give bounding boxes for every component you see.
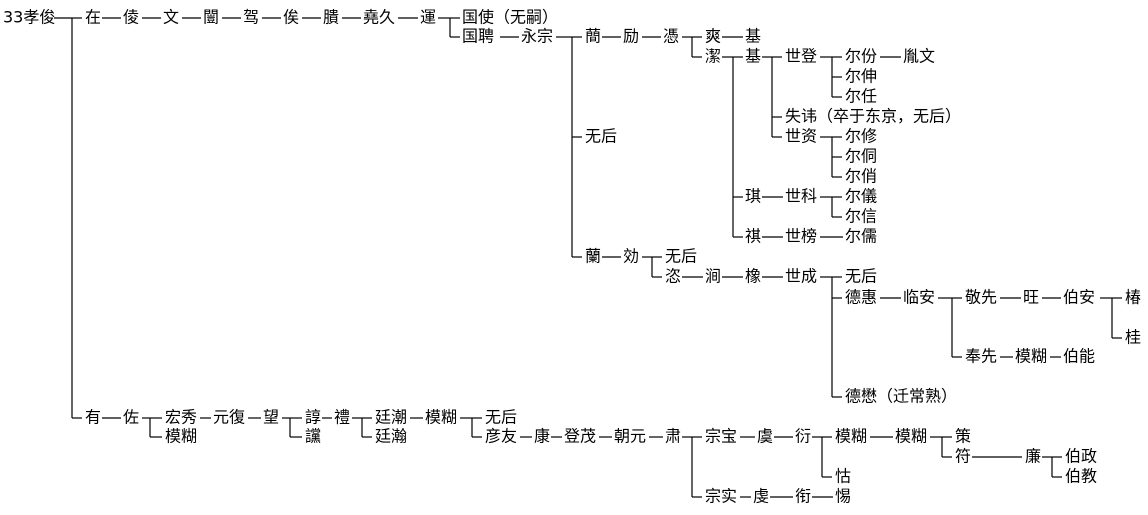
node-label: 伯政	[1065, 447, 1097, 466]
node-label: 運	[420, 8, 436, 27]
node-label: 廷瀚	[375, 427, 407, 446]
node-label: 虞	[757, 427, 773, 446]
node-label: 敬先	[965, 288, 997, 307]
node-label: 无后	[665, 247, 697, 266]
node-label: 怙	[835, 467, 851, 486]
node-label: 临安	[903, 288, 935, 307]
node-label: 尔儒	[845, 227, 877, 246]
node-label: 登茂	[564, 427, 596, 446]
node-label: 効	[623, 247, 639, 266]
node-label: 康	[534, 427, 550, 446]
node-label: 尔份	[845, 47, 877, 66]
node-label: 基	[745, 27, 761, 46]
node-label: 伯教	[1065, 467, 1097, 486]
node-label: 望	[263, 408, 279, 427]
node-label: 策	[955, 427, 971, 446]
node-label: 廷潮	[375, 408, 407, 427]
node-label: 文	[163, 8, 179, 27]
node-label: 諄	[305, 408, 321, 427]
node-label: 驾	[243, 8, 259, 27]
node-label: 励	[623, 27, 639, 46]
node-label: 尔伸	[845, 67, 877, 86]
node-label: 衔	[795, 487, 811, 506]
node-label: 模糊	[1015, 347, 1047, 366]
node-label: 世登	[785, 47, 817, 66]
node-label: 廉	[1025, 447, 1041, 466]
node-label: 椿	[1125, 288, 1141, 307]
node-label: 尔信	[845, 207, 877, 226]
node-label: 有	[85, 408, 101, 427]
node-label: 无后	[485, 408, 517, 427]
node-label: 世榜	[785, 227, 817, 246]
node-label: 憑	[663, 27, 679, 46]
node-label: 佐	[123, 408, 139, 427]
node-label: 旺	[1023, 288, 1039, 307]
node-label: 堯久	[363, 8, 395, 27]
node-label: 蘭	[585, 247, 601, 266]
node-label: 伯能	[1063, 347, 1095, 366]
node-label: 桂	[1125, 328, 1141, 347]
node-label: 无后	[845, 267, 877, 286]
node-label: 失讳（卒于东京，无后）	[785, 107, 961, 126]
node-label: 模糊	[425, 408, 457, 427]
node-label: 讜	[305, 427, 321, 446]
node-label: 琪	[745, 187, 761, 206]
node-label: 在	[85, 8, 101, 27]
node-label: 奉先	[965, 347, 997, 366]
node-label: 朝元	[614, 427, 646, 446]
node-label: 尔任	[845, 87, 877, 106]
node-label: 胤文	[903, 47, 935, 66]
node-label: 世成	[785, 267, 817, 286]
node-label: 伯安	[1063, 288, 1095, 307]
node-label: 惕	[835, 487, 851, 506]
node-label: 宗实	[705, 487, 737, 506]
connector-lines	[54, 17, 1122, 498]
node-label: 俟	[283, 8, 299, 27]
node-label: 永宗	[521, 27, 553, 46]
node-label: 禮	[334, 408, 350, 427]
node-label: 膭	[323, 8, 339, 27]
node-label: 符	[955, 447, 971, 466]
node-label: 国聘	[462, 27, 494, 46]
node-label: 橡	[745, 267, 761, 286]
node-label: 爽	[705, 27, 721, 46]
node-label: 虔	[753, 487, 769, 506]
node-label: 世科	[785, 187, 817, 206]
node-label: 恣	[665, 267, 681, 286]
node-label: 闓	[203, 8, 219, 27]
node-label: 尔侗	[845, 147, 877, 166]
node-label: 元復	[213, 408, 245, 427]
node-label: 宏秀	[165, 408, 197, 427]
node-label: 尔儀	[845, 187, 877, 206]
node-label: 倰	[123, 8, 139, 27]
node-label: 基	[745, 47, 761, 66]
node-label: 涧	[705, 267, 721, 286]
node-label: 模糊	[895, 427, 927, 446]
node-labels: 33孝俊 在 倰 文 闓 驾 俟 膭 堯久 運 国使（无嗣） 国聘 永宗 蕳 励…	[3, 8, 1141, 506]
node-label: 模糊	[165, 427, 197, 446]
node-label: 宗宝	[705, 427, 737, 446]
node-label: 蕳	[585, 27, 601, 46]
node-label: 衍	[795, 427, 811, 446]
node-label: 肃	[665, 427, 681, 446]
node-label: 德懋（迁常熟）	[845, 387, 957, 406]
node-label: 彦友	[485, 427, 517, 446]
node-label: 祺	[745, 227, 761, 246]
node-label: 潔	[705, 47, 721, 66]
node-label: 33孝俊	[3, 8, 55, 27]
node-label: 国使（无嗣）	[462, 8, 558, 27]
node-label: 德惠	[845, 288, 877, 307]
node-label: 无后	[585, 127, 617, 146]
node-label: 模糊	[835, 427, 867, 446]
node-label: 尔俏	[845, 167, 877, 186]
node-label: 尔修	[845, 127, 877, 146]
node-label: 世资	[785, 127, 817, 146]
